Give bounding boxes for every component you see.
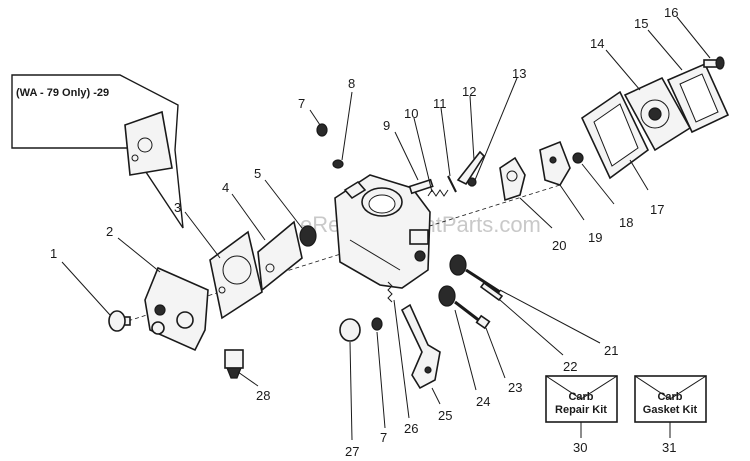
part-28-fitting xyxy=(224,349,244,379)
callout-labels: 1 2 3 4 5 7 8 9 10 11 12 13 14 15 16 17 … xyxy=(50,5,678,459)
callout-24: 24 xyxy=(476,394,490,409)
part-23-needle xyxy=(454,300,491,330)
part-1-screw xyxy=(108,310,131,332)
part-4-pump-gasket xyxy=(257,220,303,292)
part-21-adjust-needle xyxy=(449,254,501,294)
part-27-throttle-plate xyxy=(339,318,361,342)
callout-23: 23 xyxy=(508,380,522,395)
callout-22: 22 xyxy=(563,359,577,374)
callout-3: 3 xyxy=(174,200,181,215)
callout-2: 2 xyxy=(106,224,113,239)
part-7-screw-upper xyxy=(316,123,328,137)
part-20-gasket xyxy=(499,156,526,202)
part-17-gasket xyxy=(580,90,650,180)
callout-13: 13 xyxy=(512,66,526,81)
kit-box-gasket: Carb Gasket Kit xyxy=(634,375,707,423)
part-22-needle xyxy=(479,281,504,302)
part-15-gasket xyxy=(666,62,730,134)
part-19-metering-diaphragm xyxy=(539,140,571,186)
callout-1: 1 xyxy=(50,246,57,261)
callout-19: 19 xyxy=(588,230,602,245)
callout-25: 25 xyxy=(438,408,452,423)
callout-7-upper: 7 xyxy=(298,96,305,111)
kit-repair-line1: Carb xyxy=(568,391,593,403)
callout-11: 11 xyxy=(433,96,447,111)
callout-20: 20 xyxy=(552,238,566,253)
inset-gasket-29 xyxy=(124,110,173,176)
callout-8: 8 xyxy=(348,76,355,91)
kit-gasket-number: 31 xyxy=(662,440,676,455)
part-2-pump-cover xyxy=(144,266,209,352)
kit-repair-number: 30 xyxy=(573,440,587,455)
callout-7-lower: 7 xyxy=(380,430,387,445)
callout-9: 9 xyxy=(383,118,390,133)
inset-note: (WA - 79 Only) -29 xyxy=(16,87,109,99)
part-18-screw xyxy=(572,152,584,164)
kit-box-repair: Carb Repair Kit xyxy=(545,375,618,423)
part-12-lever xyxy=(456,150,486,187)
callout-28: 28 xyxy=(256,388,270,403)
part-3-pump-diaphragm xyxy=(209,230,263,320)
callout-14: 14 xyxy=(590,36,604,51)
callout-10: 10 xyxy=(404,106,418,121)
part-24-spring xyxy=(438,285,456,307)
callout-27: 27 xyxy=(345,444,359,459)
callout-21: 21 xyxy=(604,343,618,358)
leader-lines xyxy=(61,16,711,441)
part-9-pin xyxy=(408,178,434,195)
part-8-clip xyxy=(332,159,344,169)
kit-repair-line2: Repair Kit xyxy=(555,404,607,416)
callout-15: 15 xyxy=(634,16,648,31)
kit-gasket-line1: Carb xyxy=(657,391,682,403)
callout-4: 4 xyxy=(222,180,229,195)
callout-12: 12 xyxy=(462,84,476,99)
inset-wa79: (WA - 79 Only) -29 xyxy=(11,74,184,229)
callout-18: 18 xyxy=(619,215,633,230)
kit-gasket-line2: Gasket Kit xyxy=(643,404,698,416)
callout-16: 16 xyxy=(664,5,678,20)
callout-5: 5 xyxy=(254,166,261,181)
part-25-throttle-lever xyxy=(400,303,441,390)
callout-26: 26 xyxy=(404,421,418,436)
part-10-spring xyxy=(427,189,449,197)
part-carburetor-body xyxy=(334,174,431,289)
part-26-spring xyxy=(387,281,393,303)
part-11-needle xyxy=(447,175,457,193)
callout-17: 17 xyxy=(650,202,664,217)
part-5-screen xyxy=(299,225,317,247)
part-16-screw xyxy=(703,56,725,70)
part-7-screw-lower xyxy=(371,317,383,331)
